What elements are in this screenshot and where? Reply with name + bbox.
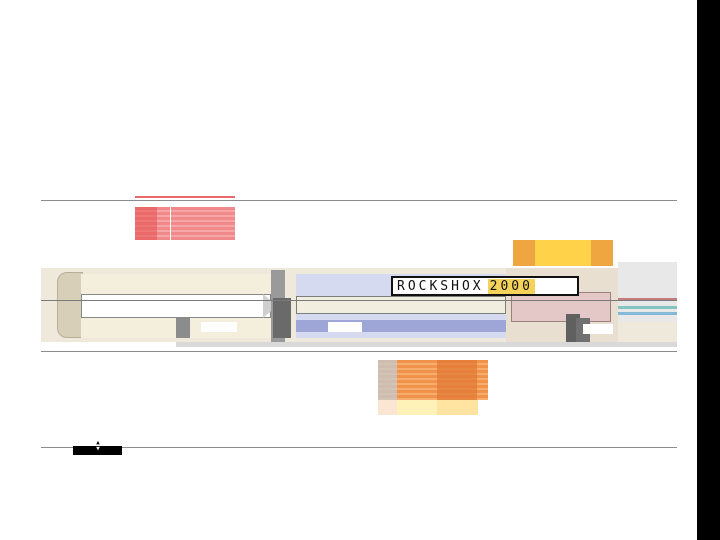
orange-swatch-footer	[378, 400, 478, 415]
fork-valve-parts	[511, 292, 611, 322]
red-accent-line	[135, 196, 235, 198]
logo-model-number: 2000	[487, 278, 535, 294]
fork-gray-block	[176, 318, 190, 338]
middle-divider	[41, 351, 677, 352]
up-arrow-icon[interactable]: ▴	[95, 438, 101, 448]
fork-center-axis	[41, 300, 677, 301]
fork-stanchion	[81, 294, 271, 318]
fork-far-line-blue	[618, 312, 677, 315]
fork-far-label-blank	[583, 324, 613, 334]
red-color-swatch	[135, 207, 235, 240]
scroll-control-bar[interactable]	[73, 446, 122, 455]
down-arrow-icon[interactable]: ▾	[95, 444, 101, 454]
fork-tube-diagram	[41, 262, 677, 350]
fork-far-line-teal	[618, 306, 677, 309]
orange-color-swatch	[378, 360, 488, 400]
fork-damper-shaft	[296, 296, 506, 314]
fork-dark-block	[273, 298, 291, 338]
fork-far-line-red	[618, 298, 677, 301]
fork-label-blank-2	[328, 322, 362, 332]
top-divider	[41, 200, 677, 201]
right-black-bar	[697, 0, 720, 540]
fork-label-blank	[201, 322, 237, 332]
logo-brand-text: ROCKSHOX	[397, 278, 484, 294]
fork-base-strip	[176, 342, 677, 347]
bottom-divider	[41, 447, 677, 448]
up-down-arrows-icon[interactable]: ▴ ▾	[93, 438, 103, 454]
fork-end-cap	[57, 272, 83, 338]
rockshox-logo: ROCKSHOX 2000	[391, 276, 579, 296]
